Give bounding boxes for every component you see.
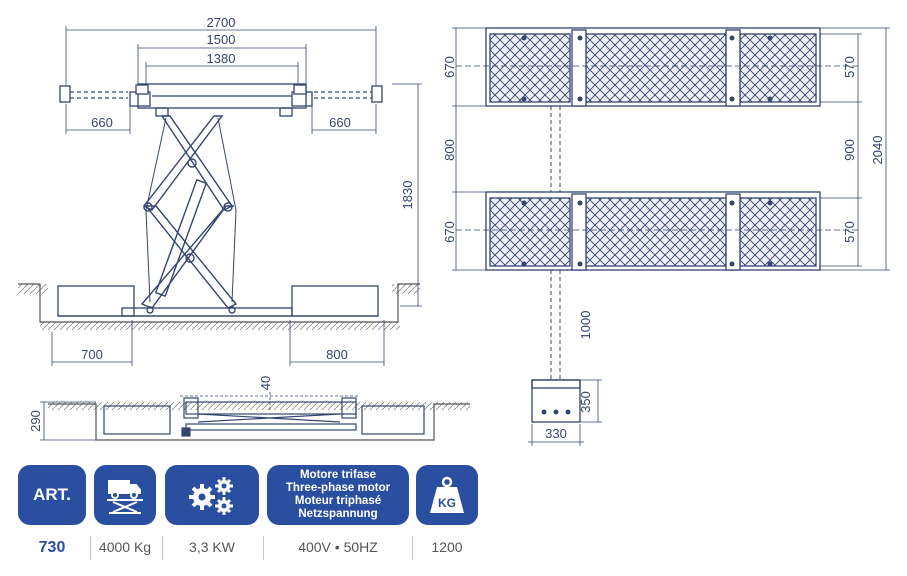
motor-line-it: Motore trifase: [299, 469, 377, 481]
dim-top-right-height: 570: [842, 56, 857, 78]
dim-gap-left: 800: [442, 139, 457, 161]
truck-lift-icon: [107, 480, 143, 514]
control-unit: [531, 379, 581, 423]
dim-cable-length: 1000: [578, 311, 593, 340]
dim-top-left-height: 670: [442, 56, 457, 78]
capacity-value: 4000 Kg: [98, 539, 152, 555]
weight-icon-label: KG: [438, 496, 456, 510]
spec-divider: [90, 536, 91, 560]
dim-overall-width: 2700: [207, 15, 236, 30]
spec-divider: [162, 536, 163, 560]
art-badge: ART.: [18, 465, 86, 525]
art-label: ART.: [33, 485, 71, 504]
dim-pit-left: 700: [81, 347, 103, 362]
weight-badge: KG: [416, 465, 478, 525]
dim-pit-right: 800: [326, 347, 348, 362]
lowered-view: [40, 392, 470, 441]
technical-drawing: 2700 1500 1380 660 660 1830 700 800 40 2…: [18, 15, 890, 446]
motor-badge: Motore trifase Three-phase motor Moteur …: [267, 465, 409, 525]
dim-total-length: 2040: [870, 136, 885, 165]
voltage-value: 400V • 50HZ: [298, 539, 378, 555]
scissor-mechanism: [140, 115, 238, 314]
power-badge: [165, 465, 259, 525]
dim-control-height: 350: [578, 391, 593, 413]
bottom-platform-plan: [456, 191, 860, 271]
top-dimension-lines: [452, 27, 890, 446]
dim-pit-depth: 290: [28, 410, 43, 432]
dim-lift-height: 1830: [400, 181, 415, 210]
dim-arm-right: 660: [329, 115, 351, 130]
side-dimension-labels: 2700 1500 1380 660 660 1830 700 800: [81, 15, 415, 362]
motor-line-en: Three-phase motor: [285, 482, 391, 494]
dim-gap-right: 900: [842, 139, 857, 161]
side-view: [18, 26, 422, 366]
top-platform: [129, 83, 313, 117]
dim-arm-left: 660: [91, 115, 113, 130]
base-frame: [121, 307, 293, 317]
dim-platform-inner: 1380: [207, 51, 236, 66]
weight-icon: KG: [430, 476, 464, 513]
hydraulic-hose: [550, 106, 561, 380]
power-value: 3,3 KW: [189, 539, 235, 555]
gears-icon: [189, 477, 233, 515]
dim-clearance: 40: [258, 376, 273, 390]
dim-bottom-left-height: 670: [442, 221, 457, 243]
spec-divider: [263, 536, 264, 560]
capacity-badge: [94, 465, 156, 525]
extension-arms: [59, 85, 383, 103]
spec-divider: [412, 536, 413, 560]
weight-value: 1200: [431, 539, 463, 555]
top-platform-plan: [456, 27, 860, 107]
motor-line-fr: Moteur triphasé: [294, 495, 382, 507]
dim-bottom-right-height: 570: [842, 221, 857, 243]
top-dimension-labels: 670 800 670 570 900 570 2040 1000 350 33…: [442, 56, 885, 441]
ground-profile: [18, 283, 420, 330]
motor-line-de: Netzspannung: [298, 508, 378, 520]
dim-platform-width: 1500: [207, 32, 236, 47]
side-dimension-lines: [51, 26, 422, 366]
top-view: [452, 27, 890, 446]
art-value: 730: [38, 539, 66, 556]
dim-control-width: 330: [545, 426, 567, 441]
